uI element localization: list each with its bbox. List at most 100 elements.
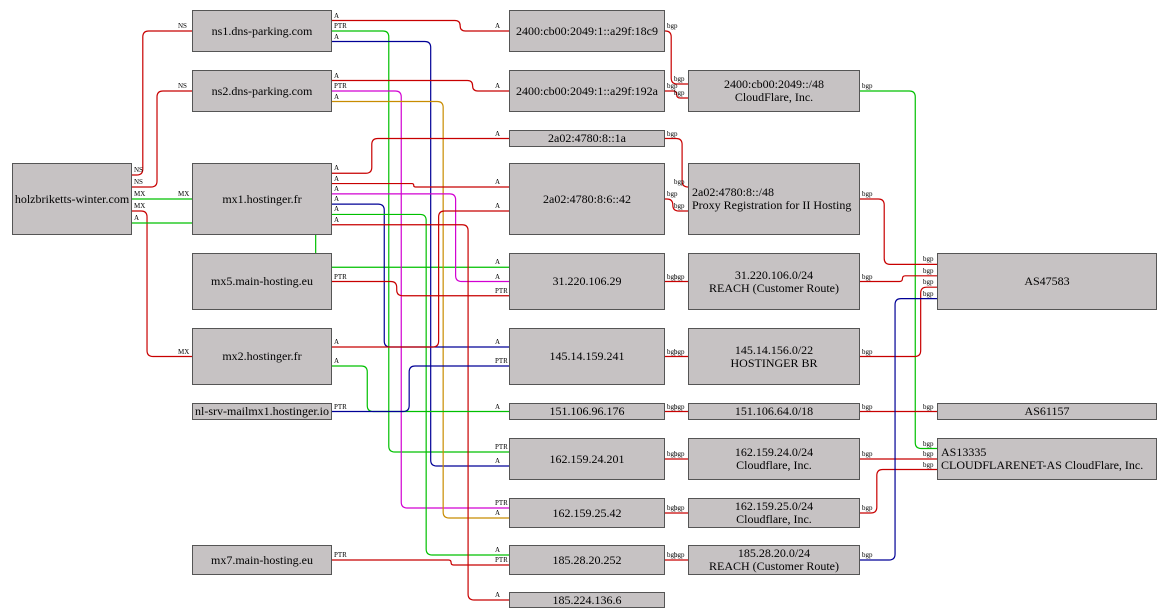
edge-n_pfx4-n_as1: [860, 286, 937, 358]
edge-label-source: NS: [134, 178, 143, 186]
edge-n_ns1-n_ip6a: [332, 19, 509, 32]
edge-label-target: bgp: [674, 272, 685, 281]
edge-label-target: A: [495, 457, 501, 465]
node-n-ip6d[interactable]: 2a02:4780:8:6::42: [509, 163, 665, 235]
edge-n_ns2-n_ip5: [332, 100, 509, 519]
node-n-as1[interactable]: AS47583: [937, 253, 1157, 310]
edge-label-target: MX: [178, 190, 190, 198]
node-n-mx7[interactable]: mx7.main-hosting.eu: [192, 545, 332, 575]
edge-label-target: MX: [178, 347, 190, 356]
edge-label-source: A: [334, 174, 340, 183]
edge-label-source: bgp: [667, 82, 678, 90]
edge-label-target: PTR: [495, 443, 508, 451]
edge-label-target: bgp: [674, 89, 685, 97]
node-n-domain[interactable]: holzbriketts-winter.com: [12, 163, 132, 235]
edge-label-target: bgp: [923, 278, 934, 287]
edge-n_mx1-n_ip6: [332, 213, 509, 556]
edge-label-target: PTR: [495, 286, 508, 295]
node-n-ip6c[interactable]: 2a02:4780:8::1a: [509, 130, 665, 147]
node-label: 2a02:4780:8::1a: [548, 131, 626, 145]
node-n-ip6b[interactable]: 2400:cb00:2049:1::a29f:192a: [509, 70, 665, 112]
edge-label-target: A: [495, 272, 501, 281]
edge-n_mx1-n_ip6d: [332, 182, 509, 188]
edge-label-source: bgp: [667, 551, 678, 559]
edge-label-target: bgp: [674, 450, 685, 458]
node-n-ip6a[interactable]: 2400:cb00:2049:1::a29f:18c9: [509, 10, 665, 52]
edge-label-target: bgp: [674, 178, 685, 186]
node-label: ns2.dns-parking.com: [211, 83, 313, 98]
node-n-mx1[interactable]: mx1.hostinger.fr: [192, 163, 332, 235]
edge-label-target: A: [495, 178, 501, 186]
edge-n_pfx8-n_as1: [860, 298, 937, 561]
node-label: mx5.main-hosting.eu: [211, 274, 313, 288]
edge-n_mx1-n_ip2: [332, 203, 509, 348]
node-n-ip7[interactable]: 185.224.136.6: [509, 592, 665, 608]
node-label: 2a02:4780:8::/48: [692, 185, 774, 199]
edge-label-source: bgp: [862, 347, 873, 356]
edge-label-target: PTR: [495, 357, 508, 365]
node-label: CLOUDFLARENET-AS CloudFlare, Inc.: [941, 458, 1144, 472]
edge-label-source: bgp: [667, 272, 678, 281]
edge-n_nlsrv-n_ip2: [332, 365, 509, 413]
edge-label-source: A: [334, 195, 340, 204]
node-label: 151.106.96.176: [549, 404, 625, 418]
edge-label-source: A: [334, 184, 340, 193]
node-n-nlsrv[interactable]: nl-srv-mailmx1.hostinger.io: [192, 403, 332, 420]
node-n-ip4[interactable]: 162.159.24.201: [509, 438, 665, 480]
edge-n_mx5-n_ip1: [332, 280, 509, 297]
node-n-ns1[interactable]: ns1.dns-parking.com: [192, 10, 332, 52]
edge-label-target: bgp: [923, 255, 934, 264]
node-label: mx2.hostinger.fr: [222, 349, 302, 363]
node-label: Cloudflare, Inc.: [736, 458, 812, 472]
edge-label-source: A: [334, 357, 340, 365]
node-label: 162.159.25.0/24: [734, 499, 814, 513]
node-n-mx2[interactable]: mx2.hostinger.fr: [192, 328, 332, 385]
edge-n_ip6a-n_pfx1: [665, 30, 688, 85]
edge-label-source: A: [334, 71, 340, 80]
edge-label-source: PTR: [334, 402, 347, 411]
node-label: AS47583: [1024, 274, 1070, 288]
edge-label-target: NS: [178, 82, 187, 90]
node-n-ip5[interactable]: 162.159.25.42: [509, 498, 665, 528]
node-n-ip1[interactable]: 31.220.106.29: [509, 253, 665, 310]
node-label: mx1.hostinger.fr: [222, 191, 302, 206]
edge-label-target: NS: [178, 22, 187, 30]
edge-label-target: PTR: [495, 556, 508, 564]
edge-label-source: PTR: [334, 272, 347, 281]
node-n-mx5[interactable]: mx5.main-hosting.eu: [192, 253, 332, 310]
node-n-ip2[interactable]: 145.14.159.241: [509, 328, 665, 385]
node-n-ip3[interactable]: 151.106.96.176: [509, 403, 665, 420]
node-n-ip6[interactable]: 185.28.20.252: [509, 545, 665, 575]
node-label: REACH (Customer Route): [709, 559, 839, 573]
node-n-as2[interactable]: AS61157: [937, 403, 1157, 420]
edge-label-source: A: [334, 92, 340, 101]
node-label: nl-srv-mailmx1.hostinger.io: [195, 404, 329, 418]
edge-n_mx2-n_ip3: [332, 365, 509, 413]
node-label: 151.106.64.0/18: [734, 404, 814, 418]
node-label: AS61157: [1024, 404, 1070, 418]
node-n-pfx5[interactable]: 151.106.64.0/18: [688, 403, 860, 420]
edge-label-target: A: [495, 591, 501, 599]
edge-label-target: bgp: [674, 551, 685, 559]
edge-label-source: bgp: [667, 347, 678, 356]
edge-label-target: A: [495, 82, 501, 90]
edge-label-target: bgp: [923, 402, 934, 411]
edge-n_ns1-n_ip4: [332, 30, 509, 453]
node-n-ns2[interactable]: ns2.dns-parking.com: [192, 70, 332, 112]
edge-label-source: PTR: [334, 82, 347, 90]
edge-label-source: bgp: [862, 450, 873, 458]
edge-n_ns1-n_ip4: [332, 40, 509, 467]
node-label: 2a02:4780:8:6::42: [543, 191, 631, 206]
edge-label-source: A: [134, 214, 140, 222]
node-label: 2400:cb00:2049:1::a29f:18c9: [516, 23, 658, 38]
